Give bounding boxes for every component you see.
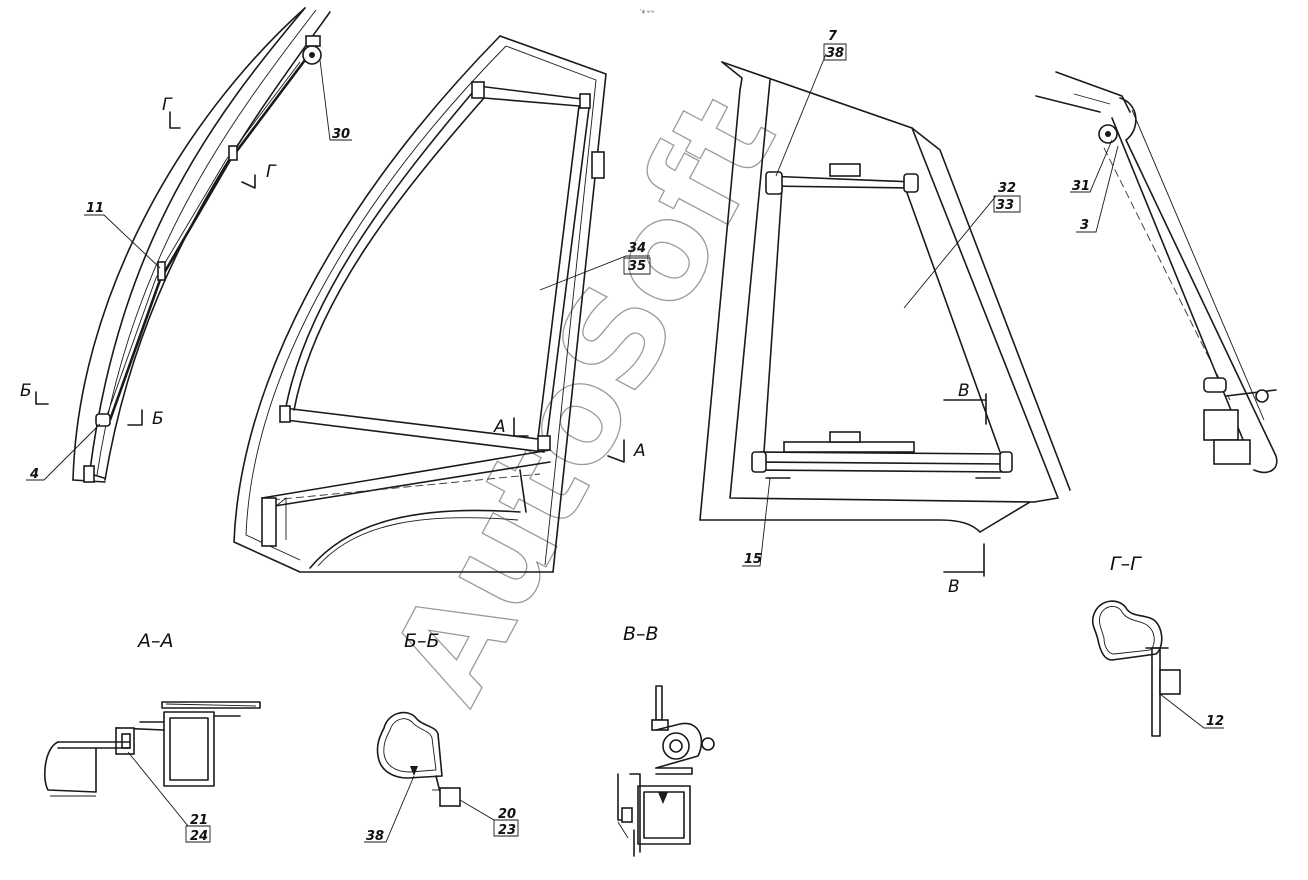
section-gg: Г–Г 12 — [1091, 553, 1224, 737]
callout-3: 3 — [1080, 218, 1089, 233]
cut-mark-v-lower: B — [948, 577, 960, 597]
callout-23: 23 — [498, 823, 516, 838]
view-right-pillar: 31 3 — [1035, 71, 1278, 474]
callout-12: 12 — [1206, 714, 1224, 729]
callout-21: 21 — [190, 813, 208, 828]
callout-38-top: 38 — [826, 46, 844, 61]
header-mark: ‘φ ≈≈ — [640, 9, 655, 15]
cut-mark-b-right: Б — [152, 409, 164, 429]
callout-4: 4 — [29, 467, 39, 482]
view-rear-panel: 7 38 32 33 15 B B — [699, 29, 1071, 597]
callout-33: 33 — [996, 198, 1014, 213]
cut-mark-b-left: Б — [20, 381, 32, 401]
view-side-pillar: 30 11 4 Г Г Б Б — [20, 7, 352, 483]
section-vv: B–B — [617, 623, 715, 857]
cut-mark-a-lower: A — [633, 441, 646, 461]
callout-20: 20 — [498, 807, 516, 822]
section-title-gg: Г–Г — [1110, 553, 1142, 575]
callout-7: 7 — [828, 29, 838, 44]
section-aa: A–A 21 24 — [44, 630, 261, 844]
section-title-bb: Б–Б — [404, 630, 440, 652]
callout-15: 15 — [744, 552, 762, 567]
callout-38-bottom: 38 — [366, 829, 384, 844]
cut-mark-g-upper: Г — [162, 95, 173, 115]
callout-35: 35 — [628, 259, 646, 274]
cut-mark-g-lower: Г — [266, 162, 277, 182]
callout-30: 30 — [332, 127, 350, 142]
callout-32: 32 — [998, 181, 1016, 196]
section-bb: Б–Б 38 20 23 — [364, 630, 519, 844]
section-title-vv: B–B — [623, 623, 659, 645]
callout-31: 31 — [1072, 179, 1090, 194]
callout-11: 11 — [86, 201, 104, 216]
section-title-aa: A–A — [136, 630, 174, 652]
callout-34: 34 — [628, 241, 646, 256]
callout-24: 24 — [190, 829, 208, 844]
view-door-window: 34 35 A A — [233, 35, 651, 573]
cut-mark-a-upper: A — [493, 417, 506, 437]
cut-mark-v-upper: B — [958, 381, 970, 401]
